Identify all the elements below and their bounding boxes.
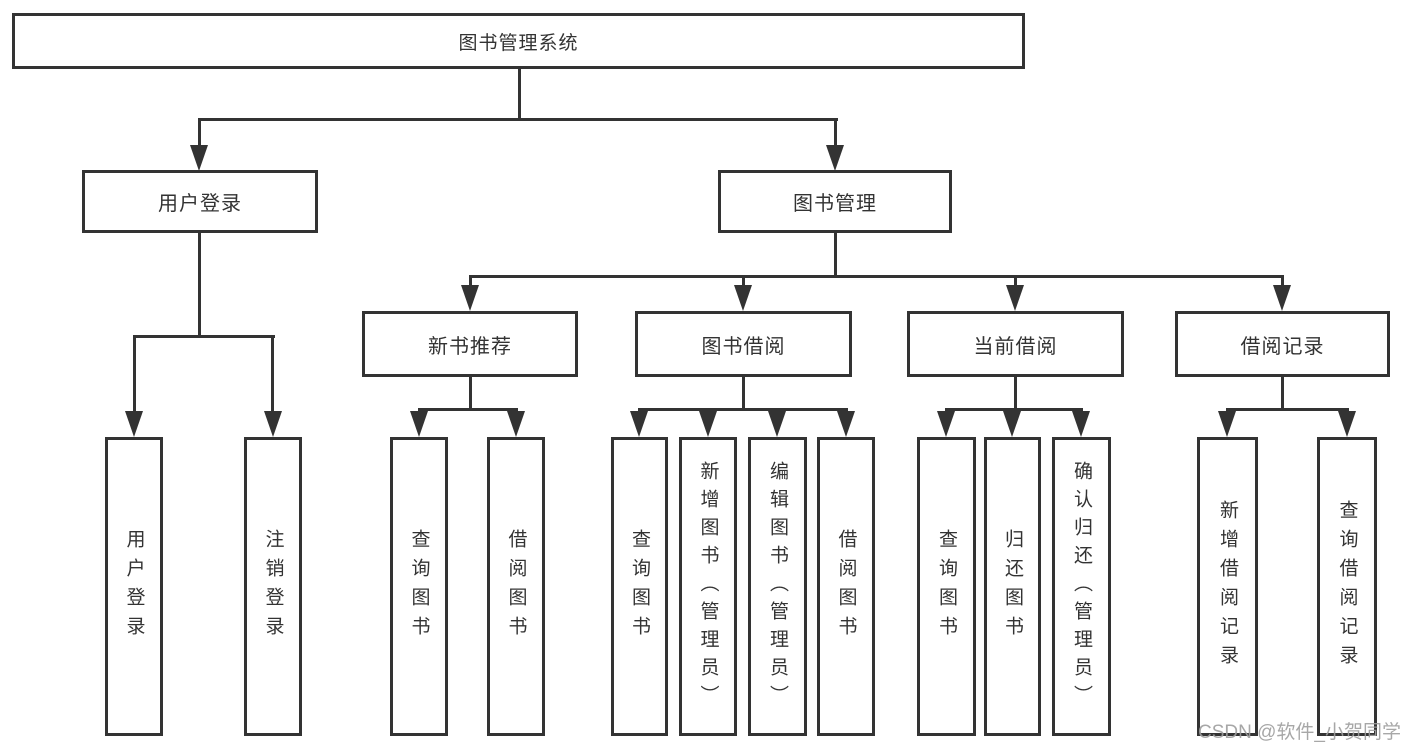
- connector-new-books-stem: [469, 377, 472, 410]
- node-book-mgmt: 图书管理: [718, 170, 952, 233]
- connector-borrow-records-stem: [1281, 377, 1284, 410]
- node-leaf-nb-query-books: 查询图书: [390, 437, 448, 736]
- node-leaf-bb-edit-books: 编辑图书（管理员）: [748, 437, 807, 736]
- node-leaf-br-query-record: 查询借阅记录: [1317, 437, 1377, 736]
- connector-book-mgmt-stem: [834, 233, 837, 278]
- node-user-login-label: 用户登录: [158, 193, 242, 215]
- connector-book-mgmt-bar: [469, 275, 1284, 278]
- node-leaf-bb-query-books-label: 查询图书: [629, 528, 650, 645]
- node-new-books-label: 新书推荐: [428, 335, 512, 358]
- node-user-login: 用户登录: [82, 170, 318, 233]
- connector-to-ul-logout: [271, 335, 274, 413]
- node-leaf-cb-query-books: 查询图书: [917, 437, 976, 736]
- connector-to-current-borrow: [1014, 275, 1017, 288]
- arrowhead-bb-add: [699, 411, 717, 437]
- node-leaf-user-login-label: 用户登录: [123, 528, 145, 645]
- arrowhead-borrow-records: [1273, 285, 1291, 311]
- node-leaf-bb-add-books-label: 新增图书（管理员）: [697, 460, 719, 713]
- connector-root-stem: [518, 69, 521, 120]
- node-leaf-nb-borrow-books: 借阅图书: [487, 437, 545, 736]
- node-book-borrow: 图书借阅: [635, 311, 852, 377]
- node-new-books: 新书推荐: [362, 311, 578, 377]
- node-leaf-cb-confirm-return-label: 确认归还（管理员）: [1071, 460, 1092, 713]
- node-leaf-bb-borrow-books: 借阅图书: [817, 437, 875, 736]
- node-leaf-nb-query-books-label: 查询图书: [408, 528, 430, 645]
- node-leaf-bb-borrow-books-label: 借阅图书: [835, 528, 857, 645]
- node-leaf-br-query-record-label: 查询借阅记录: [1336, 499, 1358, 674]
- connector-book-borrow-bar: [638, 408, 848, 411]
- arrowhead-cb-return: [1003, 411, 1021, 437]
- node-root: 图书管理系统: [12, 13, 1025, 69]
- arrowhead-br-add: [1218, 411, 1236, 437]
- node-book-mgmt-label: 图书管理: [793, 193, 877, 215]
- node-leaf-user-login: 用户登录: [105, 437, 163, 736]
- connector-to-book-borrow: [742, 275, 745, 288]
- node-book-borrow-label: 图书借阅: [701, 335, 786, 358]
- arrowhead-book-borrow: [734, 285, 752, 311]
- arrowhead-nb-borrow: [507, 411, 525, 437]
- node-leaf-bb-query-books: 查询图书: [611, 437, 668, 736]
- arrowhead-cb-query: [937, 411, 955, 437]
- connector-to-borrow-records: [1281, 275, 1284, 288]
- connector-current-borrow-bar: [945, 408, 1083, 411]
- connector-borrow-records-bar: [1226, 408, 1349, 411]
- arrowhead-bb-edit: [768, 411, 786, 437]
- node-leaf-br-add-record: 新增借阅记录: [1197, 437, 1258, 736]
- connector-new-books-bar: [418, 408, 518, 411]
- node-leaf-bb-add-books: 新增图书（管理员）: [679, 437, 737, 736]
- node-leaf-br-add-record-label: 新增借阅记录: [1217, 499, 1238, 674]
- node-leaf-cb-query-books-label: 查询图书: [936, 528, 957, 645]
- node-leaf-nb-borrow-books-label: 借阅图书: [505, 528, 527, 645]
- arrowhead-br-query: [1338, 411, 1356, 437]
- arrowhead-bb-borrow: [837, 411, 855, 437]
- arrowhead-ul-logout: [264, 411, 282, 437]
- arrowhead-cb-confirm: [1072, 411, 1090, 437]
- node-root-label: 图书管理系统: [458, 32, 579, 54]
- arrowhead-bb-query: [630, 411, 648, 437]
- node-leaf-logout: 注销登录: [244, 437, 302, 736]
- connector-user-login-stem: [198, 233, 201, 337]
- node-leaf-cb-return-books-label: 归还图书: [1002, 528, 1023, 645]
- connector-to-user-login: [198, 118, 201, 147]
- arrowhead-nb-query: [410, 411, 428, 437]
- node-current-borrow: 当前借阅: [907, 311, 1124, 377]
- connector-user-login-bar: [133, 335, 275, 338]
- node-borrow-records: 借阅记录: [1175, 311, 1390, 377]
- connector-to-new-books: [469, 275, 472, 288]
- node-current-borrow-label: 当前借阅: [973, 335, 1058, 358]
- arrowhead-book-mgmt: [826, 145, 844, 171]
- node-leaf-cb-confirm-return: 确认归还（管理员）: [1052, 437, 1111, 736]
- connector-current-borrow-stem: [1014, 377, 1017, 410]
- connector-root-bar: [198, 118, 838, 121]
- node-leaf-cb-return-books: 归还图书: [984, 437, 1041, 736]
- node-leaf-logout-label: 注销登录: [262, 528, 284, 645]
- arrowhead-current-borrow: [1006, 285, 1024, 311]
- arrowhead-new-books: [461, 285, 479, 311]
- node-borrow-records-label: 借阅记录: [1240, 335, 1325, 358]
- csdn-watermark: CSDN @软件_小贺同学: [1198, 722, 1401, 743]
- arrowhead-user-login: [190, 145, 208, 171]
- arrowhead-ul-login: [125, 411, 143, 437]
- connector-to-ul-login: [133, 335, 136, 413]
- connector-book-borrow-stem: [742, 377, 745, 410]
- connector-to-book-mgmt: [834, 118, 837, 147]
- node-leaf-bb-edit-books-label: 编辑图书（管理员）: [767, 460, 788, 713]
